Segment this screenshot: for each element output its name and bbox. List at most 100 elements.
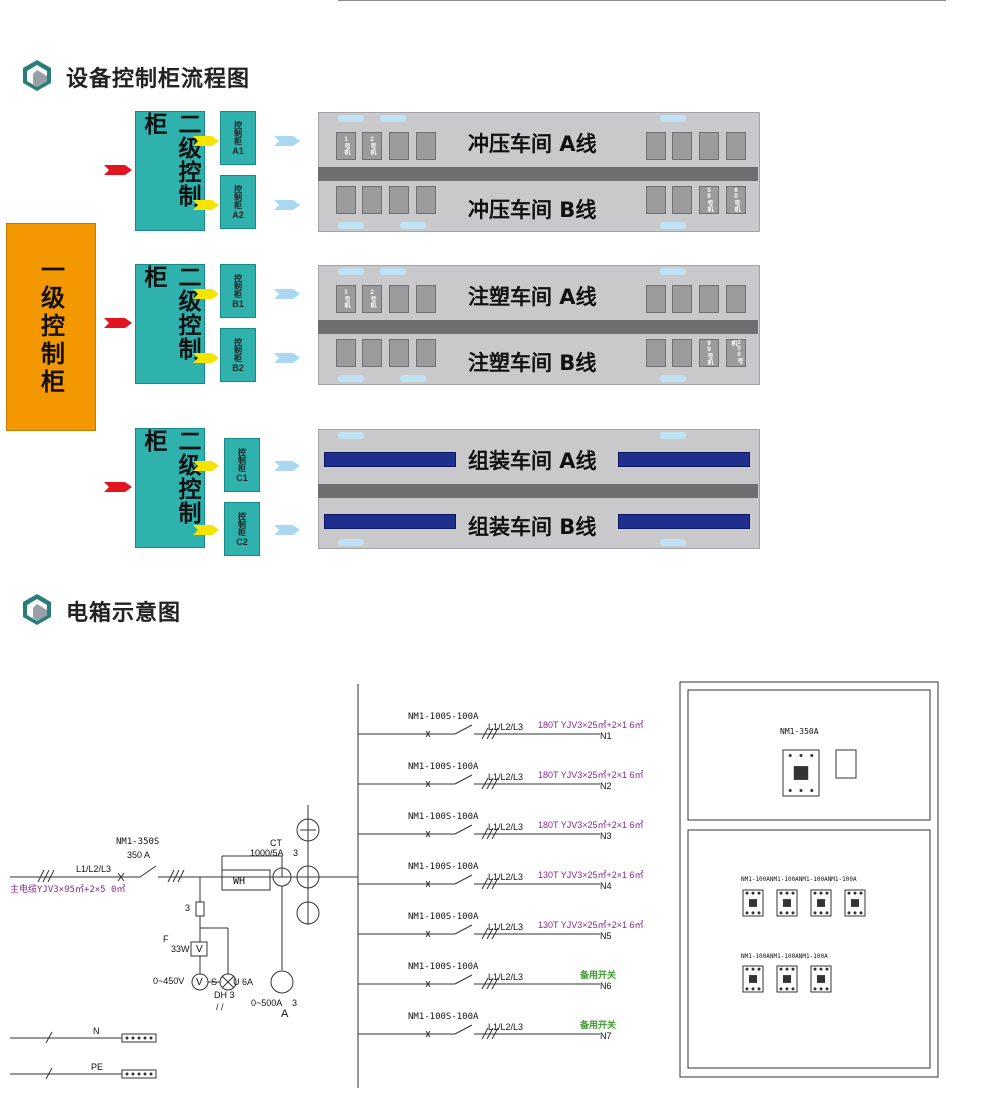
branch-breaker-drawing (742, 889, 764, 917)
machine-block (672, 339, 692, 367)
machine-block (672, 285, 692, 313)
feeder-phase-label: L1/L2/L3 (488, 922, 524, 932)
level2-cabinet: 二级控制柜 (135, 111, 205, 231)
sensor-indicator (338, 115, 364, 122)
machine-block (362, 186, 382, 214)
sensor-indicator (660, 115, 686, 122)
feeder-output-label: N3 (600, 831, 612, 841)
yellow-arrow-icon (193, 461, 219, 471)
cabinet-row2-label: NM1-100ANM1-100ANM1-100A (741, 953, 828, 960)
dh-label: DH 3 (214, 990, 235, 1000)
branch-breaker-drawing (742, 965, 764, 993)
main-breaker-drawing (782, 749, 820, 797)
machine-block (416, 186, 436, 214)
yellow-arrow-icon (193, 200, 219, 210)
machine-block (646, 339, 666, 367)
top-divider (338, 0, 946, 1)
ammeter-symbol: A (281, 1008, 289, 1020)
pe-label: PE (91, 1062, 104, 1072)
machine-block (389, 186, 409, 214)
hexagon-icon (23, 594, 51, 625)
machine-block (389, 339, 409, 367)
machine-block (646, 132, 666, 160)
line-divider (318, 484, 758, 498)
electrical-diagram (10, 681, 939, 1088)
conveyor-belt (618, 452, 750, 467)
blue-arrow-icon (274, 289, 300, 299)
machine-block (336, 186, 356, 214)
wh-label: WH (233, 876, 246, 887)
v-range-label: 0~450V (153, 976, 185, 986)
machine-block: 1号机 (336, 132, 356, 160)
red-arrow-icon (104, 165, 132, 175)
machine-block (672, 186, 692, 214)
blue-arrow-icon (274, 353, 300, 363)
sensor-indicator (338, 375, 364, 382)
yellow-arrow-icon (193, 289, 219, 299)
feeder-breaker-label: NM1-100S-100A (408, 912, 479, 922)
yellow-arrow-icon (193, 525, 219, 535)
blue-arrow-icon (274, 525, 300, 535)
line-divider (318, 167, 758, 181)
box-section-title: 电箱示意图 (66, 601, 182, 626)
machine-block (389, 285, 409, 313)
sensor-indicator (338, 539, 364, 546)
level2-cabinet: 二级控制柜 (135, 428, 205, 548)
machine-block (699, 285, 719, 313)
line-label: 冲压车间 B线 (468, 198, 597, 222)
hexagon-icon (23, 60, 51, 91)
f-label: F (163, 934, 169, 944)
machine-block (726, 285, 746, 313)
flow-section-title: 设备控制柜流程图 (66, 67, 251, 92)
v-power-label: 33W (171, 944, 190, 954)
switch-label: S (211, 977, 218, 987)
line-label: 组装车间 A线 (468, 449, 597, 473)
machine-block: 59号机 (699, 186, 719, 214)
sensor-indicator (660, 222, 686, 229)
feeder-spec-label: 备用开关 (580, 970, 617, 980)
feeder-spec-label: 备用开关 (580, 1020, 617, 1030)
machine-block (646, 186, 666, 214)
yellow-arrow-icon (193, 136, 219, 146)
fuse-count-label: 3 (185, 903, 191, 913)
sensor-indicator (338, 222, 364, 229)
machine-block (672, 132, 692, 160)
feeder-spec-label: 180T YJV3×25㎡+2×1 6㎡ (538, 820, 644, 830)
level1-cabinet: 一级控制柜 (6, 223, 96, 431)
sensor-indicator (660, 375, 686, 382)
branch-breaker-drawing (810, 965, 832, 993)
feeder-spec-label: 130T YJV3×25㎡+2×1 6㎡ (538, 920, 644, 930)
feeder-output-label: N4 (600, 881, 612, 891)
feeder-breaker-label: NM1-100S-100A (408, 862, 479, 872)
sensor-indicator (338, 268, 364, 275)
v-symbol-label: V (196, 944, 203, 955)
feeder-breaker-label: NM1-100S-100A (408, 962, 479, 972)
machine-block (336, 339, 356, 367)
feeder-phase-label: L1/L2/L3 (488, 722, 524, 732)
main-phase-label: L1/L2/L3 (76, 864, 112, 874)
sensor-indicator (380, 268, 406, 275)
main-current-label: 350 A (127, 850, 151, 860)
cabinet-row1-label: NM1-100ANM1-100ANM1-100ANM1-100A (741, 876, 857, 883)
sensor-indicator (660, 432, 686, 439)
main-breaker-label: NM1-350S (116, 837, 160, 847)
machine-block (389, 132, 409, 160)
ct-ratio-label: 1000/5A (250, 848, 284, 858)
feeder-phase-label: L1/L2/L3 (488, 772, 524, 782)
blue-arrow-icon (274, 200, 300, 210)
red-arrow-icon (104, 318, 132, 328)
feeder-output-label: N2 (600, 781, 612, 791)
feeder-output-label: N1 (600, 731, 612, 741)
yellow-arrow-icon (193, 353, 219, 363)
feeder-phase-label: L1/L2/L3 (488, 972, 524, 982)
machine-block (362, 339, 382, 367)
feeder-spec-label: 180T YJV3×25㎡+2×1 6㎡ (538, 770, 644, 780)
ct-label: CT (270, 838, 282, 848)
sensor-indicator (400, 375, 426, 382)
u-label: U 6A (233, 977, 254, 987)
level2-cabinet: 二级控制柜 (135, 264, 205, 384)
